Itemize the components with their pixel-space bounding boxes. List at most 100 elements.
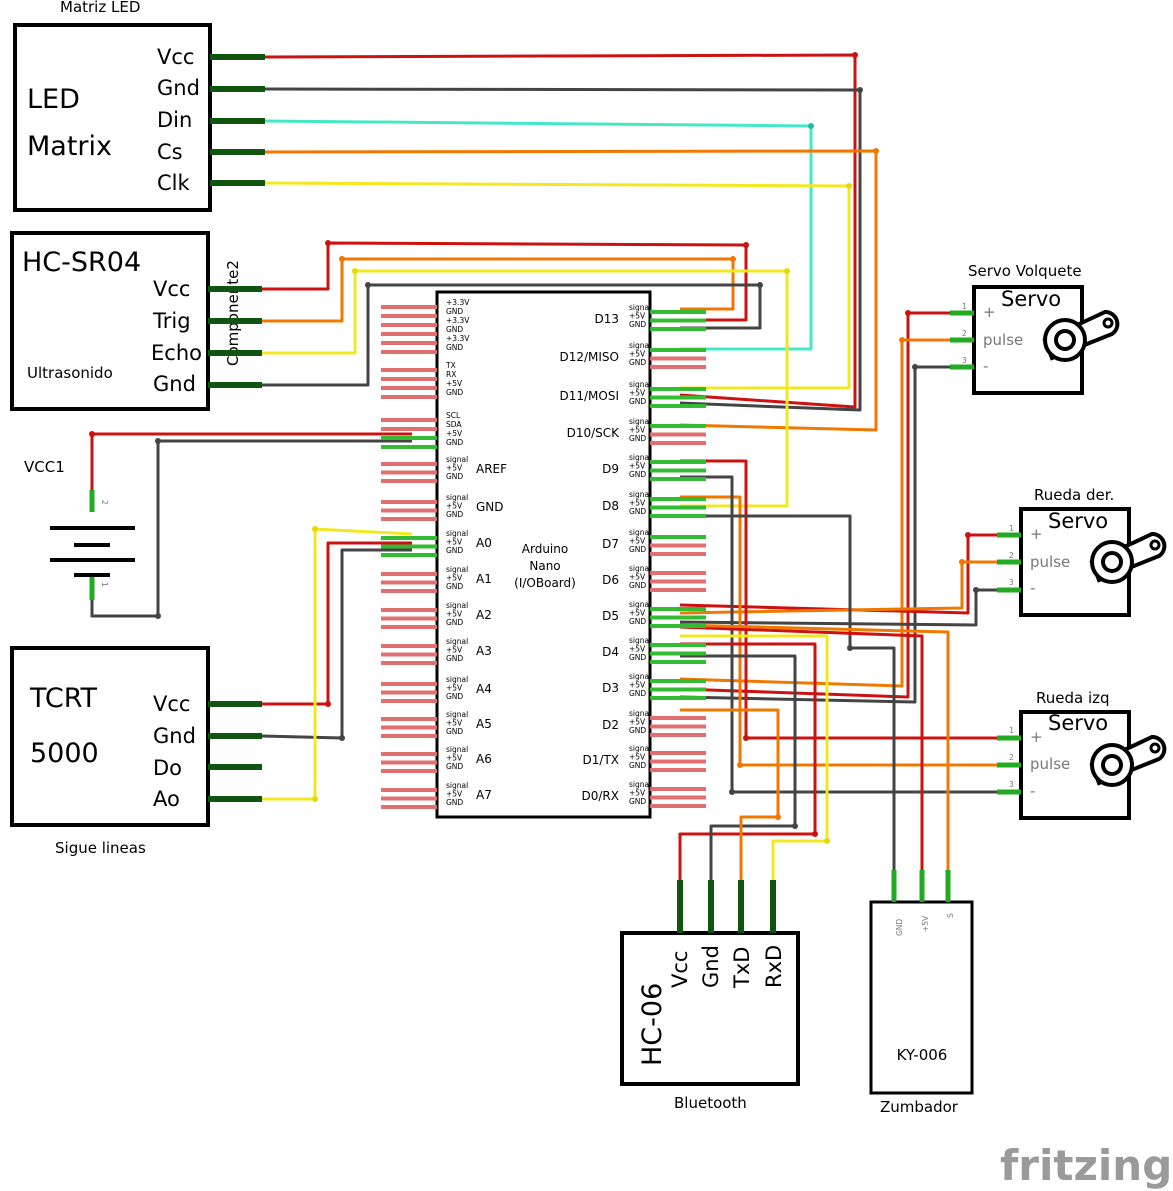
- tcrt-pin-label-ao: Ao: [153, 787, 180, 811]
- servo-izq-pin-number-3: 3: [1009, 780, 1014, 789]
- nano-left-pin-label: +5V: [446, 464, 463, 473]
- junction: [352, 268, 358, 274]
- junction: [846, 183, 852, 189]
- servo-volquete-pin-number-1: 1: [962, 302, 967, 311]
- nano-right-pin-label: GND: [629, 397, 646, 406]
- wire-tcrt-ao: [262, 527, 413, 801]
- junction: [912, 364, 918, 370]
- nano-right-pin-label: GND: [629, 434, 646, 443]
- nano-left-pin-label: GND: [446, 798, 463, 807]
- servo-izq-pin-number-2: 2: [1009, 753, 1014, 762]
- nano-right-pin-label: signa: [629, 672, 649, 681]
- hc06-pin-label-rxd: RxD: [762, 945, 786, 988]
- tcrt-pins: [208, 701, 262, 802]
- nano-left-pin-label: +5V: [446, 684, 463, 693]
- nano-left-i2c-label: +5V: [446, 429, 463, 438]
- nano-left-pin-label: GND: [446, 472, 463, 481]
- led-pins: [210, 54, 265, 186]
- nano-right-group-label-d11-mosi: D11/MOSI: [559, 389, 619, 403]
- nano-right-pin-label: GND: [629, 581, 646, 590]
- wire-led-vcc: [264, 53, 857, 409]
- tcrt5000-name-line2: 5000: [30, 738, 99, 769]
- nano-left-pin-label: signal: [446, 710, 468, 719]
- wire-sonar-trig: [262, 257, 735, 323]
- junction: [965, 532, 971, 538]
- wire-izq-pulse: [680, 495, 997, 767]
- hc06-caption: Bluetooth: [674, 1094, 747, 1112]
- junction: [775, 814, 781, 820]
- nano-left-pin-label: signal: [446, 601, 468, 610]
- wire-led-gnd: [264, 87, 862, 412]
- junction: [312, 796, 318, 802]
- nano-right-pin-label: GND: [629, 726, 646, 735]
- hc06-name: HC-06: [637, 983, 668, 1066]
- servo-volquete-horn-icon: [1042, 309, 1120, 362]
- nano-left-pin-label: +5V: [446, 790, 463, 799]
- junction: [784, 268, 790, 274]
- servo-izq-label-plus: +: [1030, 728, 1043, 746]
- led-pin-label-vcc: Vcc: [157, 45, 194, 69]
- servo-der-caption: Rueda der.: [1034, 486, 1114, 504]
- arduino-title-line3: (I/OBoard): [514, 576, 576, 590]
- tcrt5000-caption: Sigue lineas: [55, 839, 146, 857]
- hc06-box: [620, 931, 800, 1086]
- nano-left-pin-label: GND: [446, 654, 463, 663]
- wire-led-clk: [264, 181, 851, 390]
- nano-left-serial-label: GND: [446, 388, 463, 397]
- arduino-title-line2: Nano: [529, 559, 560, 573]
- nano-left-group-label-a0: A0: [476, 536, 492, 550]
- junction: [312, 526, 318, 532]
- nano-left-group-label-a3: A3: [476, 644, 492, 658]
- servo-der-label-plus: +: [1030, 525, 1043, 543]
- led-pin-label-din: Din: [157, 108, 192, 132]
- nano-left-serial-label: +5V: [446, 379, 463, 388]
- junction: [325, 240, 331, 246]
- wire-vcc1-plus: [90, 432, 412, 505]
- wire-buzzer-5v: [679, 625, 924, 880]
- wire-volquete-pulse: [679, 338, 950, 688]
- nano-left-pin-label: signal: [446, 637, 468, 646]
- nano-left-serial-label: RX: [446, 370, 456, 379]
- nano-left-pin-label: signal: [446, 745, 468, 754]
- junction: [808, 123, 814, 129]
- junction: [973, 587, 979, 593]
- wire-sonar-gnd: [262, 283, 762, 387]
- junction: [743, 242, 749, 248]
- nano-left-pin-label: signal: [446, 493, 468, 502]
- nano-right-pin-label: +5V: [629, 389, 646, 398]
- sonar-pins: [208, 286, 262, 388]
- junction: [339, 256, 345, 262]
- sonar-pin-label-gnd: Gnd: [153, 372, 196, 396]
- servo-izq-pin-number-1: 1: [1009, 726, 1014, 735]
- wire-izq-plus: [680, 459, 997, 740]
- tcrt-pin-label-do: Do: [153, 756, 182, 780]
- sonar-pin-label-trig: Trig: [152, 309, 191, 333]
- fritzing-logo: fritzing: [1000, 1141, 1172, 1190]
- servo-volquete-label-minus: -: [983, 357, 988, 375]
- nano-right-pin-label: +5V: [629, 462, 646, 471]
- nano-left-group-label-a1: A1: [476, 572, 492, 586]
- junction: [325, 701, 331, 707]
- wire-led-din: [264, 119, 813, 351]
- nano-right-pin-label: +5V: [629, 645, 646, 654]
- nano-right-group-label-d5: D5: [602, 609, 619, 623]
- nano-left-pin-label: GND: [446, 692, 463, 701]
- nano-left-headers: +3.3VGND+3.3VGND+3.3VGNDTXRX+5VGNDSCLSDA…: [381, 298, 507, 809]
- junction: [857, 87, 863, 93]
- servo-volquete-pin-number-3: 3: [962, 356, 967, 365]
- servo-izq-label-minus: -: [1030, 782, 1035, 800]
- nano-right-pin-label: +5V: [629, 789, 646, 798]
- wire-tcrt-vcc: [262, 541, 412, 706]
- nano-right-pin-label: GND: [629, 320, 646, 329]
- led-matrix-caption: Matriz LED: [60, 0, 140, 16]
- servo-der-horn-icon: [1089, 531, 1167, 584]
- junction: [873, 148, 879, 154]
- led-matrix-box: [13, 23, 212, 212]
- tcrt5000-name-line1: TCRT: [29, 683, 98, 714]
- nano-left-pin-label: signal: [446, 781, 468, 790]
- ky006-buzzer-module: GND +5V S KY-006 Zumbador: [869, 870, 974, 1116]
- wire-volquete-minus: [679, 365, 950, 704]
- nano-left-pin-label: GND: [446, 727, 463, 736]
- servo-der-name: Servo: [1048, 509, 1108, 533]
